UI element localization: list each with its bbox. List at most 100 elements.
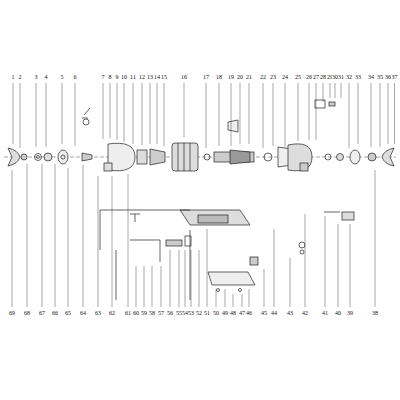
leader-line: [103, 83, 104, 139]
callout-number: 2: [18, 74, 22, 80]
leader-line: [249, 289, 250, 307]
leader-line: [242, 294, 243, 307]
callout-number: 44: [271, 310, 278, 316]
callout-number: 13: [147, 74, 154, 80]
callout-number: 35: [377, 74, 384, 80]
callout-number: 33: [355, 74, 362, 80]
leader-line: [152, 266, 153, 307]
leader-line: [325, 216, 326, 307]
callout-number: 14: [154, 74, 161, 80]
callout-number: 42: [302, 310, 309, 316]
callout-number: 1: [11, 74, 15, 80]
leader-line: [191, 250, 192, 307]
callout-number: 47: [239, 310, 246, 316]
callout-number: 46: [246, 310, 253, 316]
callout-number: 69: [9, 310, 16, 316]
callout-number: 43: [287, 310, 294, 316]
callout-number: 15: [161, 74, 168, 80]
leader-line: [338, 224, 339, 307]
leader-line: [98, 176, 99, 307]
callout-number: 12: [139, 74, 146, 80]
callout-number: 20: [237, 74, 244, 80]
callout-number: 8: [108, 74, 112, 80]
callout-number: 56: [167, 310, 174, 316]
callout-number: 63: [95, 310, 102, 316]
leader-line: [46, 83, 47, 147]
leader-line: [305, 214, 306, 307]
leader-line: [371, 83, 372, 147]
callout-number: 5: [60, 74, 64, 80]
callout-number: 41: [322, 310, 329, 316]
leader-line: [117, 83, 118, 140]
leader-line: [240, 83, 241, 144]
callout-number: 11: [130, 74, 137, 80]
leader-line: [375, 170, 376, 307]
leader-line: [263, 83, 264, 148]
leader-line: [285, 83, 286, 147]
leader-line: [207, 229, 208, 307]
leader-line: [394, 83, 395, 144]
callout-number: 22: [260, 74, 267, 80]
callout-number: 4: [44, 74, 48, 80]
leader-line: [75, 83, 76, 146]
leader-line: [12, 170, 13, 307]
leader-lines: [12, 83, 395, 307]
leader-line: [380, 83, 381, 147]
leader-line: [219, 83, 220, 146]
leader-line: [142, 83, 143, 145]
callout-number: 65: [65, 310, 72, 316]
leader-line: [349, 83, 350, 148]
callout-number: 49: [222, 310, 229, 316]
leader-line: [124, 83, 125, 142]
leader-line: [157, 83, 158, 144]
leader-line: [164, 83, 165, 146]
leader-line: [309, 83, 310, 140]
leader-line: [199, 250, 200, 307]
callout-number: 38: [372, 310, 379, 316]
callout-number: 61: [125, 310, 132, 316]
callout-number: 9: [115, 74, 119, 80]
leader-line: [350, 224, 351, 307]
leader-line: [388, 83, 389, 144]
callout-number: 50: [213, 310, 220, 316]
callout-number: 64: [80, 310, 87, 316]
callout-number: 60: [133, 310, 140, 316]
leader-line: [42, 164, 43, 307]
leader-line: [274, 229, 275, 307]
leader-line: [62, 83, 63, 144]
leader-line: [264, 269, 265, 307]
leader-line: [133, 83, 134, 144]
callout-number: 40: [335, 310, 342, 316]
leader-line: [27, 164, 28, 307]
callout-number: 27: [313, 74, 320, 80]
leader-line: [316, 83, 317, 140]
leader-line: [112, 176, 113, 307]
leader-line: [184, 83, 185, 137]
leader-line: [206, 83, 207, 148]
leader-line: [68, 168, 69, 307]
leader-line: [170, 250, 171, 307]
callout-number: 10: [121, 74, 128, 80]
callout-number: 62: [109, 310, 116, 316]
callout-number: 32: [346, 74, 353, 80]
callout-number: 57: [158, 310, 165, 316]
callout-number: 67: [39, 310, 46, 316]
callout-number: 6: [73, 74, 77, 80]
callout-number: 3: [34, 74, 38, 80]
callout-number: 28: [320, 74, 327, 80]
leader-line: [128, 174, 129, 307]
leader-line: [110, 83, 111, 138]
leader-line: [231, 83, 232, 146]
callout-number: 34: [368, 74, 375, 80]
callout-number: 53: [188, 310, 195, 316]
callout-number: 23: [270, 74, 277, 80]
callout-number: 48: [230, 310, 237, 316]
callout-number: 45: [261, 310, 268, 316]
leader-line: [185, 250, 186, 307]
leader-line: [179, 250, 180, 307]
leader-line: [273, 83, 274, 146]
leader-line: [249, 83, 250, 144]
leader-line: [225, 289, 226, 307]
